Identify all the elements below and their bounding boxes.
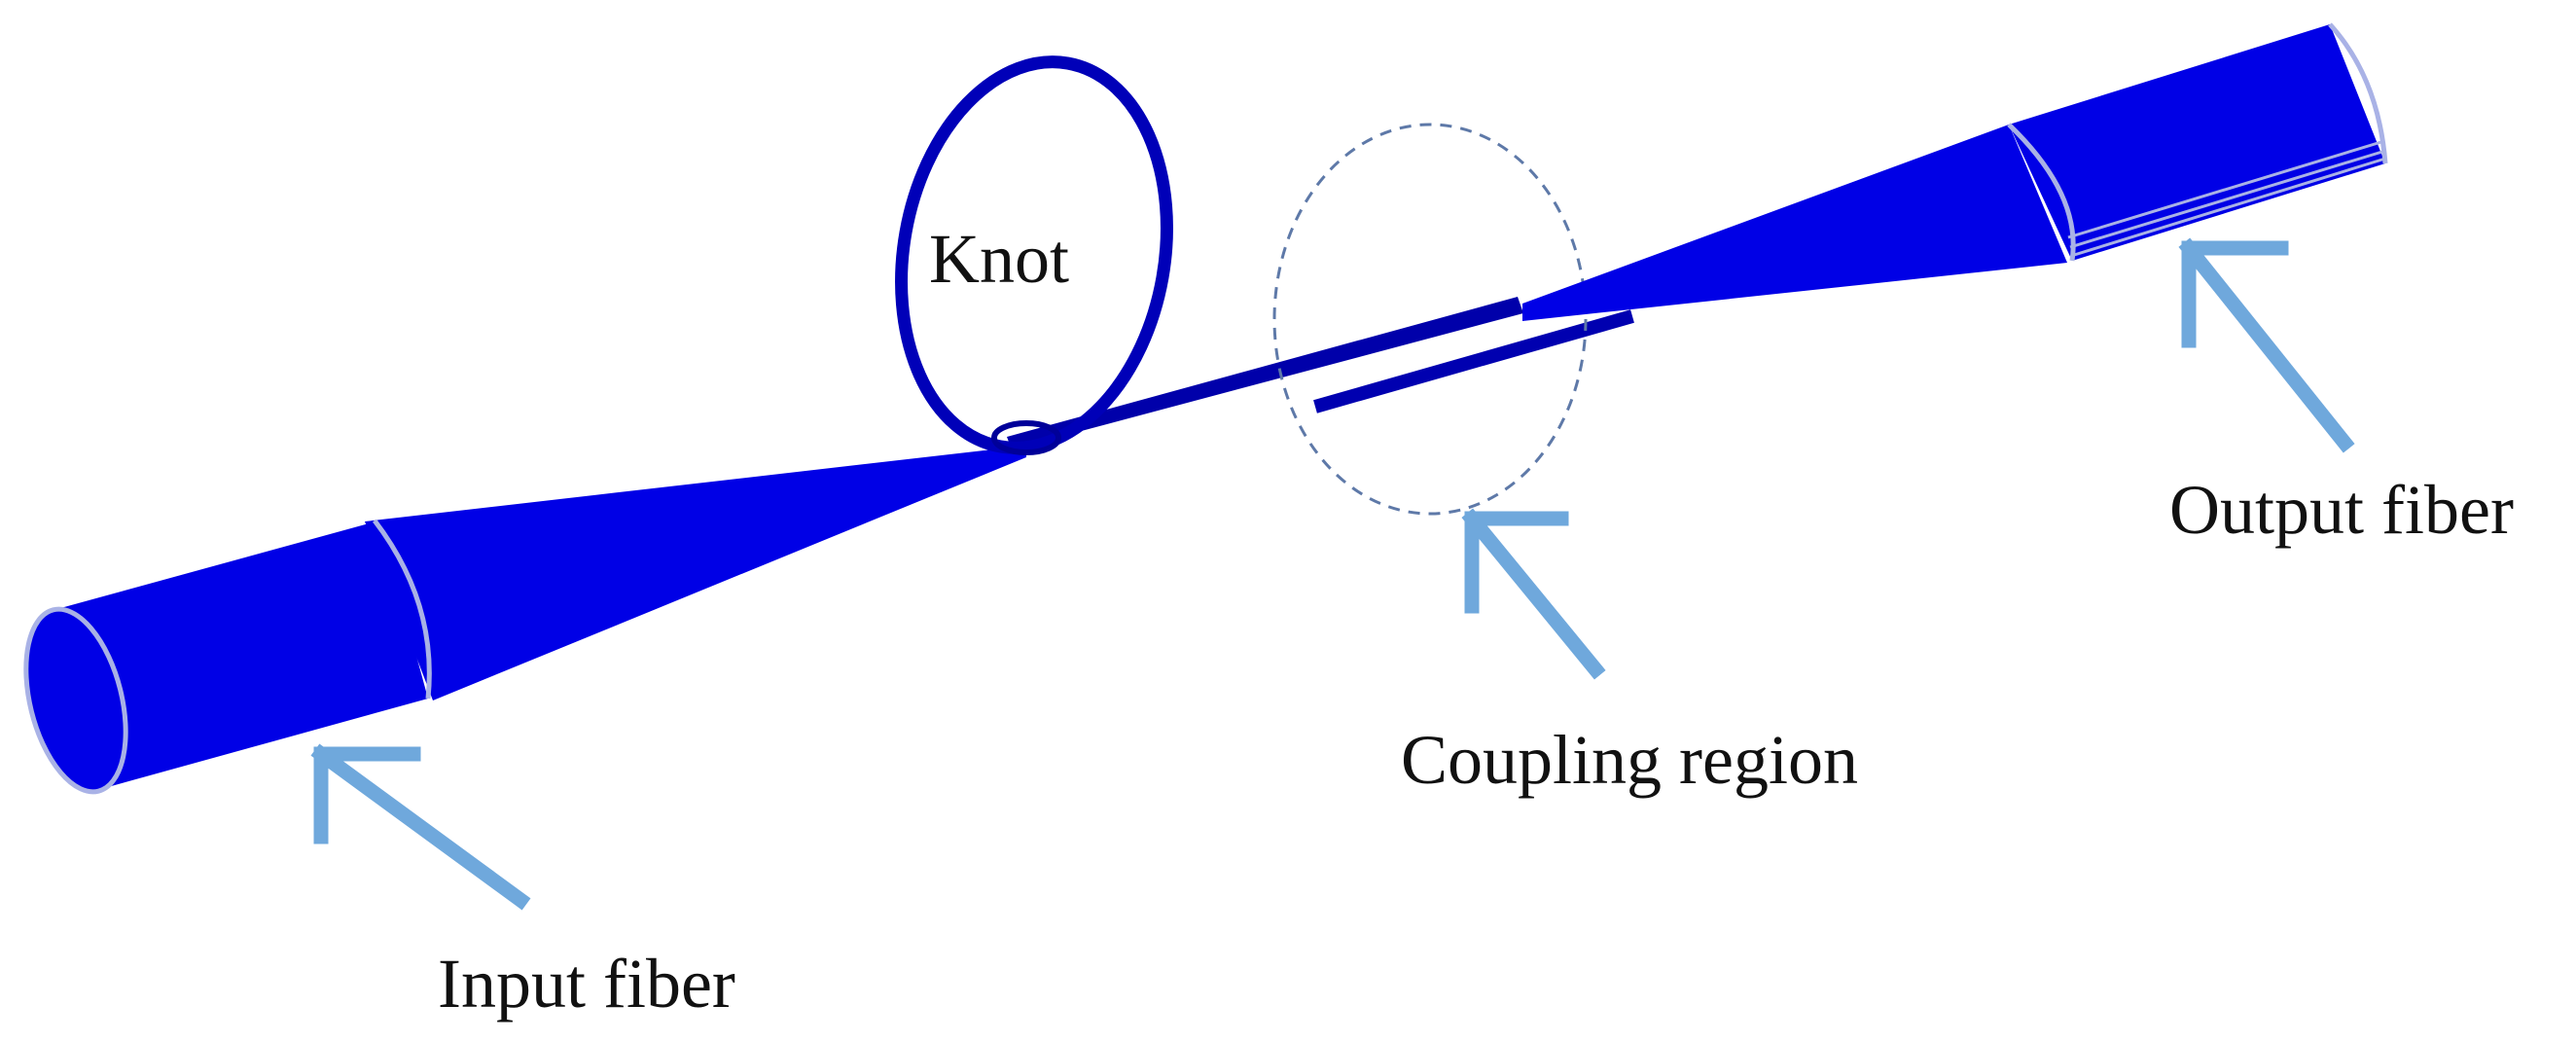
output-fiber	[1522, 22, 2388, 321]
input-fiber	[23, 446, 1026, 795]
coupled-fiber-segment	[1313, 309, 1634, 413]
arrow-coupling-region	[1461, 508, 1606, 680]
output-fiber-label: Output fiber	[2169, 471, 2514, 549]
coupling-region	[1272, 123, 1634, 516]
coupling-region-label: Coupling region	[1401, 721, 1858, 799]
input-fiber-cylinder-edge	[373, 519, 432, 700]
fiber-waist	[1007, 297, 1523, 449]
knot-loop	[895, 55, 1173, 455]
output-fiber-stripe	[2069, 149, 2386, 249]
knot-label: Knot	[929, 220, 1069, 298]
input-fiber-cylinder-body	[54, 520, 428, 790]
knot-crossing	[991, 420, 1061, 455]
arrow-input-fiber	[310, 743, 531, 911]
input-fiber-end-face	[23, 606, 128, 795]
output-fiber-stripe	[2067, 139, 2385, 239]
input-fiber-taper	[365, 446, 1026, 700]
output-fiber-cylinder-body	[2009, 24, 2385, 261]
output-fiber-end-face	[2328, 22, 2388, 164]
output-fiber-taper	[1522, 125, 2067, 321]
output-fiber-stripe	[2070, 157, 2386, 258]
coupling-region-outline	[1272, 123, 1588, 516]
arrow-output-fiber	[2178, 237, 2355, 453]
input-fiber-label: Input fiber	[438, 945, 735, 1023]
